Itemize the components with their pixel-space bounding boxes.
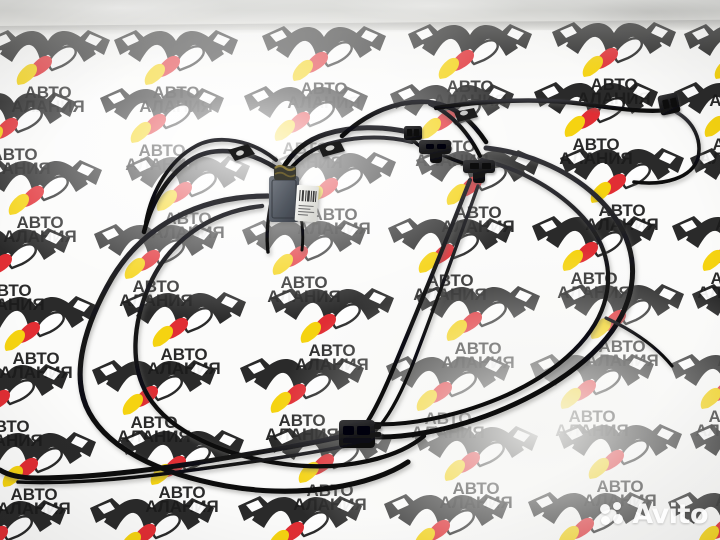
clip-c <box>454 108 478 122</box>
connector-a <box>404 126 422 140</box>
connector-e <box>339 420 381 448</box>
avito-watermark: Avito <box>600 501 708 528</box>
avito-wordmark: Avito <box>632 499 708 530</box>
connector-d <box>657 92 681 116</box>
connector-c <box>463 160 495 183</box>
clip-a <box>228 144 255 161</box>
avito-dots-icon <box>600 501 626 528</box>
connector-b <box>419 140 451 163</box>
control-module <box>269 164 319 223</box>
clip-b <box>318 141 345 157</box>
